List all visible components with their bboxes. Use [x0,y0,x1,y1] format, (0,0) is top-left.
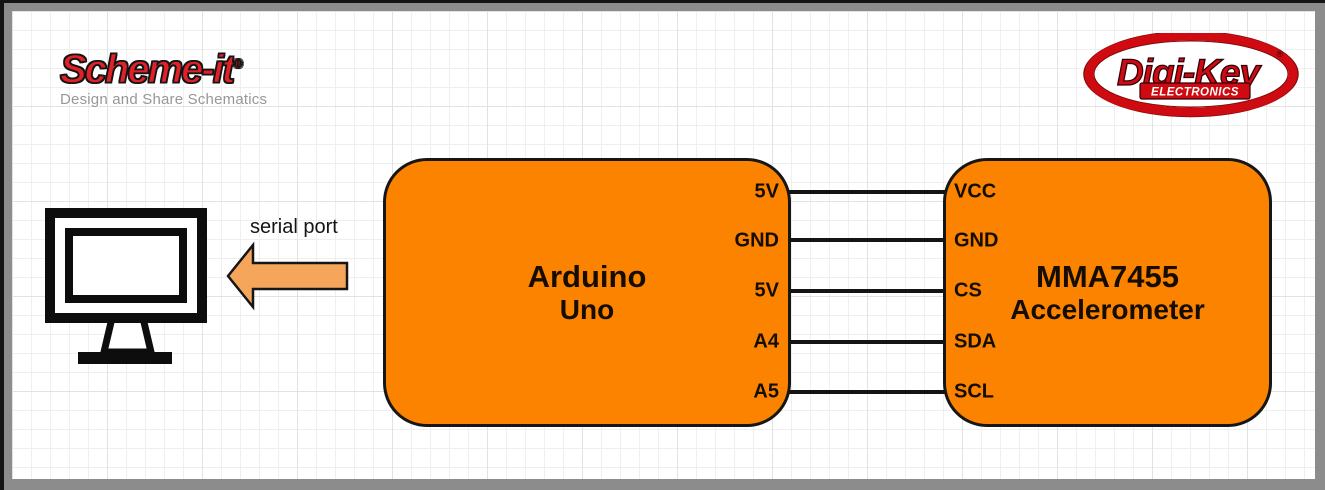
monitor-stand [99,314,156,356]
serial-port-label: serial port [250,216,338,238]
left-arrow-shape [226,241,349,311]
mma7455-pin-gnd: GND [954,229,999,252]
mma7455-pin-scl: SCL [954,380,994,403]
schemeit-tagline: Design and Share Schematics [60,91,268,109]
arduino-pin-gnd: GND [734,229,779,252]
schemeit-logo: Scheme-it® Design and Share Schematics [59,44,268,109]
arduino-pin-a4: A4 [753,330,779,353]
arduino-pin-a5: A5 [753,380,779,403]
wire-a4-sda[interactable] [789,340,945,344]
computer-monitor-icon[interactable] [45,208,207,366]
arduino-subtitle: Uno [559,294,615,325]
mma7455-subtitle: Accelerometer [1010,294,1205,325]
digikey-electronics-label: ELECTRONICS [1151,87,1239,99]
monitor-base [78,352,172,364]
wire-5v-vcc[interactable] [789,190,945,194]
mma7455-pin-cs: CS [954,279,982,302]
mma7455-accelerometer-block[interactable]: MMA7455 Accelerometer VCC GND CS SDA SCL [943,158,1272,427]
arduino-pin-5v-b: 5V [754,279,779,302]
arduino-uno-block[interactable]: Arduino Uno 5V GND 5V A4 A5 [383,158,791,427]
digikey-registered-trademark-symbol: ® [1277,49,1284,59]
mma7455-pin-vcc: VCC [954,180,997,203]
arduino-title: Arduino [527,259,647,294]
wire-5v-cs[interactable] [789,289,945,293]
monitor-screen [65,228,187,303]
digikey-oval-inner-edge [1093,40,1289,108]
schemeit-wordmark: Scheme-it [59,47,236,92]
arduino-pin-5v-a: 5V [754,180,779,203]
mma7455-title: MMA7455 [1036,259,1179,294]
serial-port-arrow-icon[interactable] [226,241,350,311]
registered-trademark-symbol: ® [233,56,243,72]
wire-gnd-gnd[interactable] [789,238,945,242]
schemeit-logo-text: Scheme-it® [59,44,267,92]
mma7455-pin-sda: SDA [954,330,997,353]
digikey-electronics-banner [1139,82,1251,100]
frame-edge-top [0,0,1325,3]
digikey-logo: Digi-Key ® ELECTRONICS [1083,33,1299,118]
wire-a5-scl[interactable] [789,390,945,394]
frame-edge-left [0,0,4,490]
